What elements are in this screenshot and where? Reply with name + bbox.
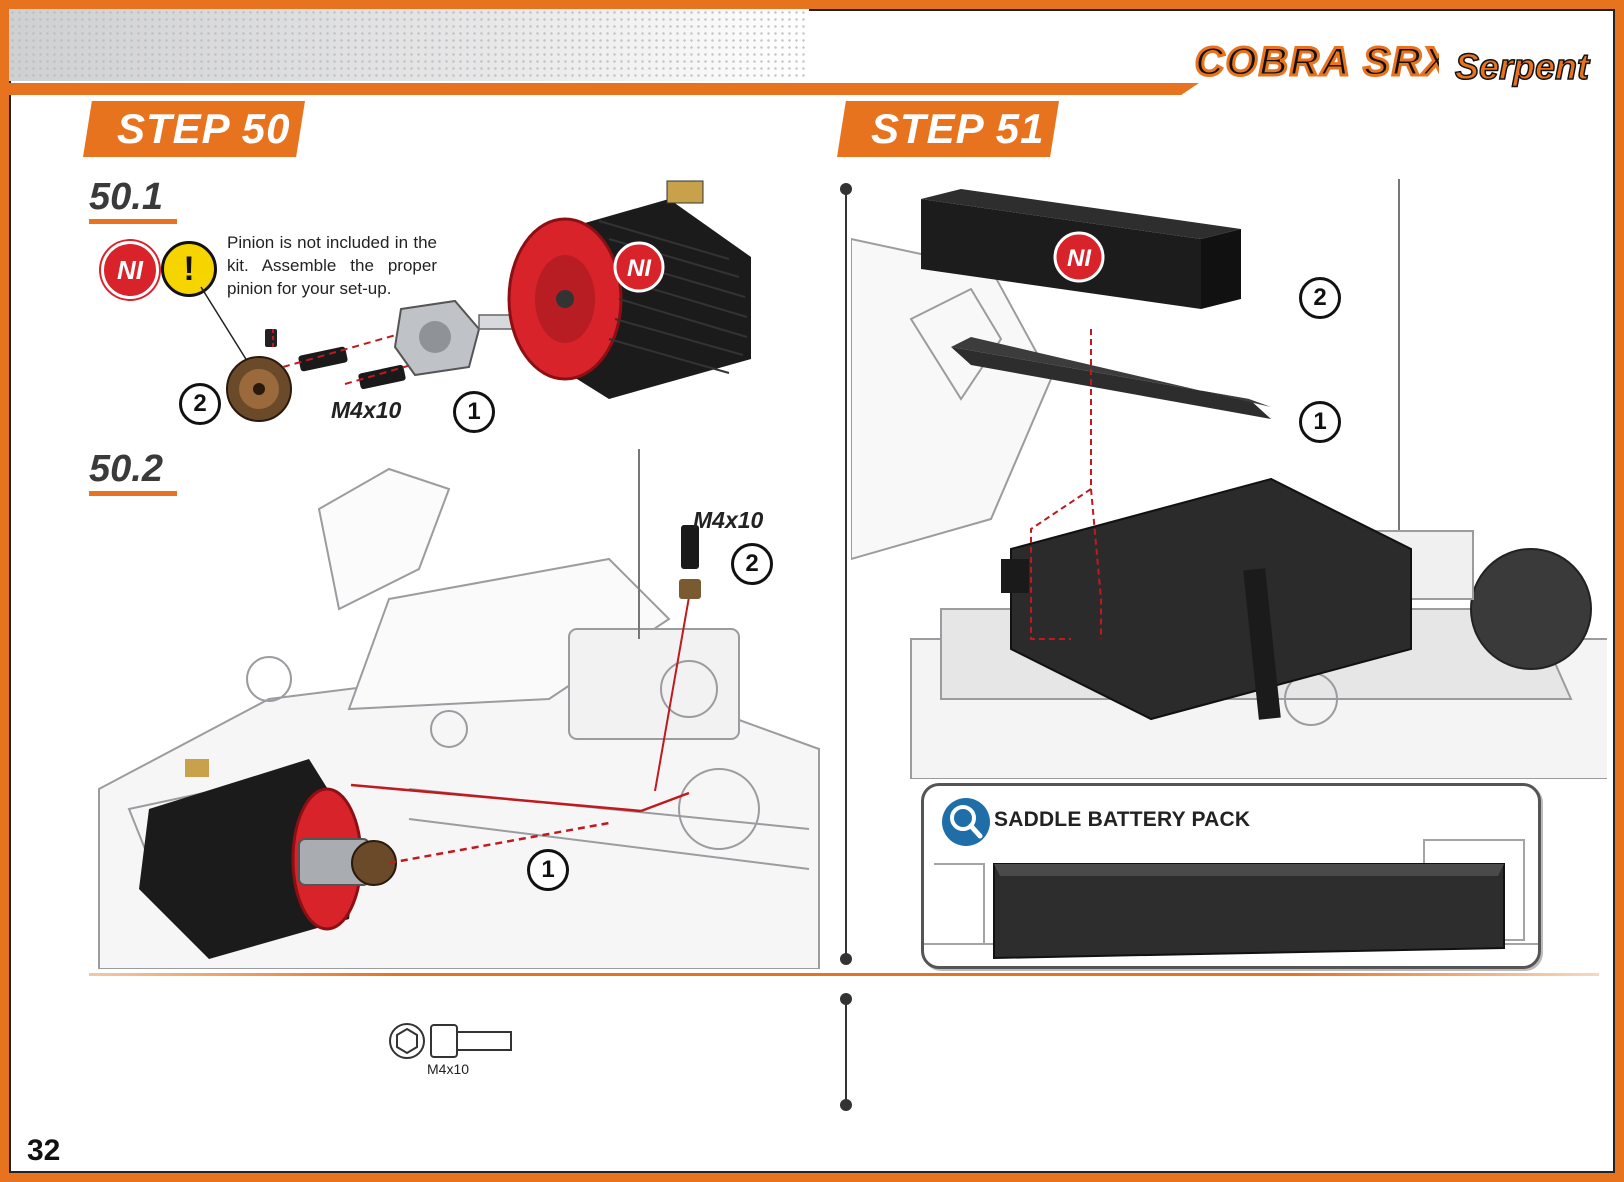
- header-stripe: [9, 83, 1199, 95]
- motor-ni-badge: NI: [627, 255, 652, 282]
- callout-51-1: 1: [1299, 401, 1341, 443]
- page-number: 32: [27, 1134, 61, 1167]
- brushless-motor: [507, 180, 751, 399]
- callout-50-2-2: 2: [731, 543, 773, 585]
- chassis-motor-install-drawing: [98, 449, 820, 969]
- bottom-divider-dot-bottom: [840, 1099, 852, 1111]
- substep-50-1-label: 50.1: [89, 175, 177, 224]
- battery-install-drawing: NI: [851, 179, 1607, 779]
- callout-50-1-2: 2: [179, 383, 221, 425]
- product-logo-text: COBRA SRX8e: [1195, 40, 1439, 84]
- saddle-battery-title: SADDLE BATTERY PACK: [994, 808, 1251, 831]
- battery-ni-badge: NI: [1067, 245, 1092, 272]
- installed-motor: [139, 759, 397, 959]
- not-included-badge: NI: [101, 241, 159, 299]
- section-divider: [89, 973, 1599, 976]
- substep-50-2-label: 50.2: [89, 447, 177, 496]
- screw-size-50-2: M4x10: [693, 507, 764, 533]
- screw-size-50-1: M4x10: [331, 397, 402, 423]
- divider-dot-bottom: [840, 953, 852, 965]
- brand-logo: Serpent: [1454, 45, 1592, 88]
- callout-51-2: 2: [1299, 277, 1341, 319]
- saddle-battery-info-box: SADDLE BATTERY PACK: [921, 783, 1541, 969]
- step-51-label: STEP 51: [837, 101, 1059, 157]
- motor-pinion-exploded-drawing: NI: [200, 180, 751, 422]
- column-divider: [845, 189, 847, 959]
- warning-icon: !: [161, 241, 217, 297]
- pinion-gear: [226, 356, 292, 422]
- step-50-label: STEP 50: [83, 101, 305, 157]
- divider-dot-top: [840, 183, 852, 195]
- screw-part-label: M4x10: [427, 1061, 470, 1077]
- product-logo: COBRA SRX8e: [1194, 39, 1440, 86]
- magnifier-icon: [942, 798, 990, 846]
- pinion-note: Pinion is not included in the kit. Assem…: [227, 233, 437, 298]
- callout-50-2-1: 1: [527, 849, 569, 891]
- screw-part-drawing: [389, 1023, 512, 1059]
- saddle-battery-drawing: [924, 839, 1538, 960]
- brand-logo-text: Serpent: [1455, 46, 1591, 87]
- callout-50-1-1: 1: [453, 391, 495, 433]
- bottom-divider-dot-top: [840, 993, 852, 1005]
- header-pattern: [9, 9, 809, 81]
- bottom-column-divider: [845, 999, 847, 1105]
